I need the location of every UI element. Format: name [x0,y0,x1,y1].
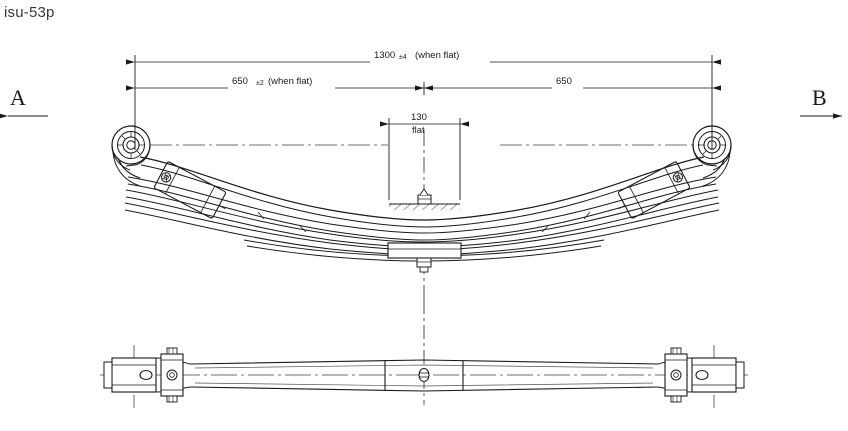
rebound-clip-left [153,161,227,219]
elevation-view [111,125,732,273]
dimension-seat-width: 130 flat [380,112,469,200]
dim-seat-width-note: flat [412,125,425,136]
spring-eye-left [111,125,151,187]
plan-left-end [103,347,191,403]
dim-left-half-tolerance: ±2 [256,80,264,87]
leaf-tip-marks [257,211,591,233]
plan-right-end [657,347,745,403]
center-seat-pad [389,188,460,210]
dim-left-half-note: (when flat) [268,76,312,87]
dim-overall-value: 1300 [374,50,395,61]
view-marker-a-letter: A [10,85,26,110]
dimension-right-half: 650 [415,76,721,95]
dimension-overall-length: 1300 ±4 (when flat) [126,50,721,150]
plan-center-band [384,361,464,390]
dimension-left-half: 650 ±2 (when flat) [126,76,433,91]
view-marker-a: A [0,85,48,119]
view-marker-b-letter: B [812,85,827,110]
rebound-clip-right [617,161,691,219]
dim-right-half-value: 650 [556,76,572,87]
plan-spring-body [189,359,659,392]
dim-overall-tolerance: ±4 [399,54,407,61]
dim-left-half-value: 650 [232,76,248,87]
part-label: isu-53p [4,4,55,21]
dim-seat-width-value: 130 [411,112,427,123]
center-bottom-plate [387,242,462,273]
plan-view [100,300,748,408]
dim-overall-note: (when flat) [415,50,459,61]
leaf-master [139,156,705,228]
leaf-2 [127,176,717,241]
spring-eye-right [692,125,732,187]
view-marker-b: B [800,85,842,119]
